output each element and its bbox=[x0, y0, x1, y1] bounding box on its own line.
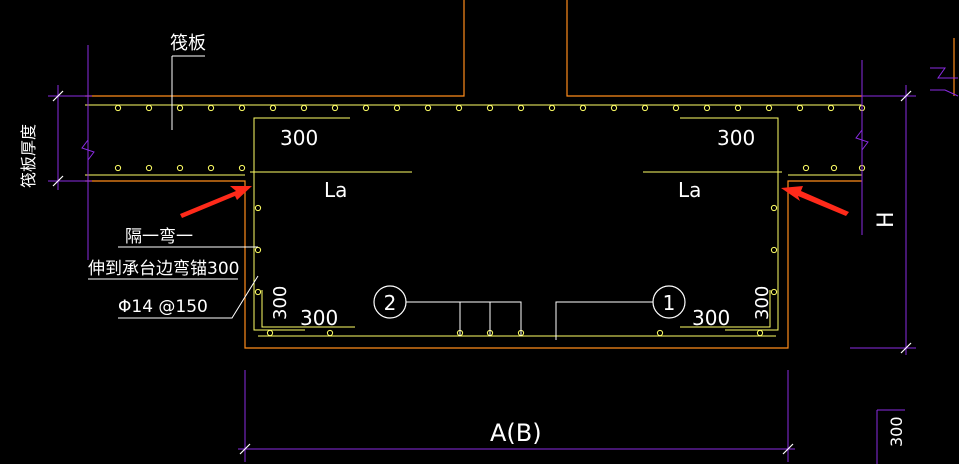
red-arrows bbox=[180, 186, 849, 218]
tick-w-left bbox=[239, 443, 251, 455]
rebar-dot-top bbox=[455, 104, 463, 112]
rebar-dot-bottom-left bbox=[114, 164, 122, 172]
raft-thickness-label: 筏板厚度 bbox=[19, 124, 38, 188]
red-arrow-left bbox=[180, 186, 252, 218]
bottom-right-hook bbox=[680, 290, 771, 328]
rebar-dot-bottom-left bbox=[145, 164, 153, 172]
rebar-dot-cap-bottom bbox=[656, 329, 664, 337]
bar-mark-1-ring bbox=[652, 285, 686, 319]
bar-mark-1-text: 1 bbox=[663, 291, 676, 315]
anchor-left-label: La bbox=[324, 178, 347, 202]
spacing-note-leader bbox=[118, 275, 259, 319]
rebar-sections bbox=[114, 104, 866, 337]
dimension-ticks bbox=[52, 90, 912, 455]
rebar-dot-top bbox=[796, 104, 804, 112]
extend-note-label: 伸到承台边弯锚300 bbox=[88, 259, 239, 279]
height-dim-label: H bbox=[874, 211, 899, 228]
rebar-dot-top bbox=[424, 104, 432, 112]
rebar-dot-top bbox=[765, 104, 773, 112]
rebar-dot-top bbox=[269, 104, 277, 112]
bottom-left-vertical-label: 300 bbox=[270, 286, 291, 320]
anchor-right-label: La bbox=[678, 178, 701, 202]
rebar-dot-top bbox=[362, 104, 370, 112]
rebar-dot-bottom-right bbox=[830, 164, 838, 172]
rebar-dot-pit-left bbox=[254, 288, 262, 296]
break-top-right-2 bbox=[930, 89, 959, 97]
rebar-dot-top bbox=[641, 104, 649, 112]
break-right bbox=[855, 129, 869, 151]
tick-raft-bottom bbox=[52, 175, 64, 187]
rebar-dot-top bbox=[703, 104, 711, 112]
rebar-dot-top bbox=[393, 104, 401, 112]
rebar-dot-top bbox=[486, 104, 494, 112]
break-left bbox=[81, 139, 95, 161]
rebar-dot-top bbox=[238, 104, 246, 112]
break-top-right bbox=[930, 67, 958, 79]
tick-raft-top bbox=[52, 90, 64, 102]
tick-h-bottom bbox=[900, 342, 912, 354]
rebar-dot-top bbox=[176, 104, 184, 112]
rebar-dot-top bbox=[300, 104, 308, 112]
bar-mark-2-circle: 2 bbox=[373, 285, 407, 319]
red-arrow-right bbox=[781, 186, 849, 216]
rebar-dot-pit-right bbox=[770, 246, 778, 254]
rebar-dot-cap-bottom bbox=[756, 329, 764, 337]
rebar-dot-pit-right bbox=[770, 204, 778, 212]
rebar-dot-top bbox=[827, 104, 835, 112]
width-dim-label: A(B) bbox=[490, 419, 542, 447]
bar-mark-leaders bbox=[88, 55, 653, 340]
rebar-dot-bottom-left bbox=[176, 164, 184, 172]
cover-top-right-label: 300 bbox=[717, 126, 755, 150]
cover-top-right-bar bbox=[680, 117, 779, 175]
break-marks bbox=[81, 67, 959, 161]
pit-outline bbox=[85, 180, 862, 349]
rebar-dot-top bbox=[145, 104, 153, 112]
rebar-dot-top bbox=[114, 104, 122, 112]
rebar-dot-bottom-left bbox=[238, 164, 246, 172]
tick-h-top bbox=[900, 90, 912, 102]
cover-top-left-label: 300 bbox=[280, 126, 318, 150]
right-bottom-dim-label: 300 bbox=[887, 416, 906, 447]
rebar-dot-bottom-left bbox=[207, 164, 215, 172]
bottom-right-vertical-label: 300 bbox=[752, 286, 773, 320]
leader-mark-1 bbox=[555, 301, 653, 340]
column-right-edge bbox=[566, 0, 862, 97]
bar-mark-2-ring bbox=[373, 285, 407, 319]
rebar-dot-top bbox=[207, 104, 215, 112]
rebar-dot-top bbox=[579, 104, 587, 112]
column-left-edge bbox=[85, 0, 465, 97]
dimension-lines bbox=[48, 45, 916, 464]
tick-w-right bbox=[782, 443, 794, 455]
rebar-dot-top bbox=[672, 104, 680, 112]
rebar-dot-top bbox=[734, 104, 742, 112]
leader-mark-2 bbox=[406, 301, 522, 336]
pit-left-bar bbox=[253, 175, 305, 331]
rebar-dot-bottom-right bbox=[802, 164, 810, 172]
pit-right-bar bbox=[725, 175, 779, 331]
concrete-outline bbox=[85, 0, 955, 349]
alt-bend-label: 隔一弯一 bbox=[125, 227, 193, 247]
bar-mark-1-circle: 1 bbox=[652, 285, 686, 319]
bottom-left-hook bbox=[261, 290, 355, 328]
rebar-dot-pit-left bbox=[254, 204, 262, 212]
bar-mark-2-text: 2 bbox=[384, 291, 397, 315]
bottom-left-horizontal-label: 300 bbox=[300, 306, 338, 330]
rebar-dot-cap-bottom bbox=[266, 329, 274, 337]
rebar-dot-top bbox=[331, 104, 339, 112]
rebar-dot-cap-bottom bbox=[326, 329, 334, 337]
rebar-dot-top bbox=[548, 104, 556, 112]
rebar-dot-pit-right bbox=[770, 288, 778, 296]
bottom-right-horizontal-label: 300 bbox=[692, 306, 730, 330]
rebar-lines bbox=[85, 104, 862, 337]
raft-label: 筏板 bbox=[170, 33, 206, 54]
spacing-note-label: Φ14 @150 bbox=[118, 297, 208, 317]
rebar-dot-top bbox=[610, 104, 618, 112]
rebar-dot-top bbox=[517, 104, 525, 112]
